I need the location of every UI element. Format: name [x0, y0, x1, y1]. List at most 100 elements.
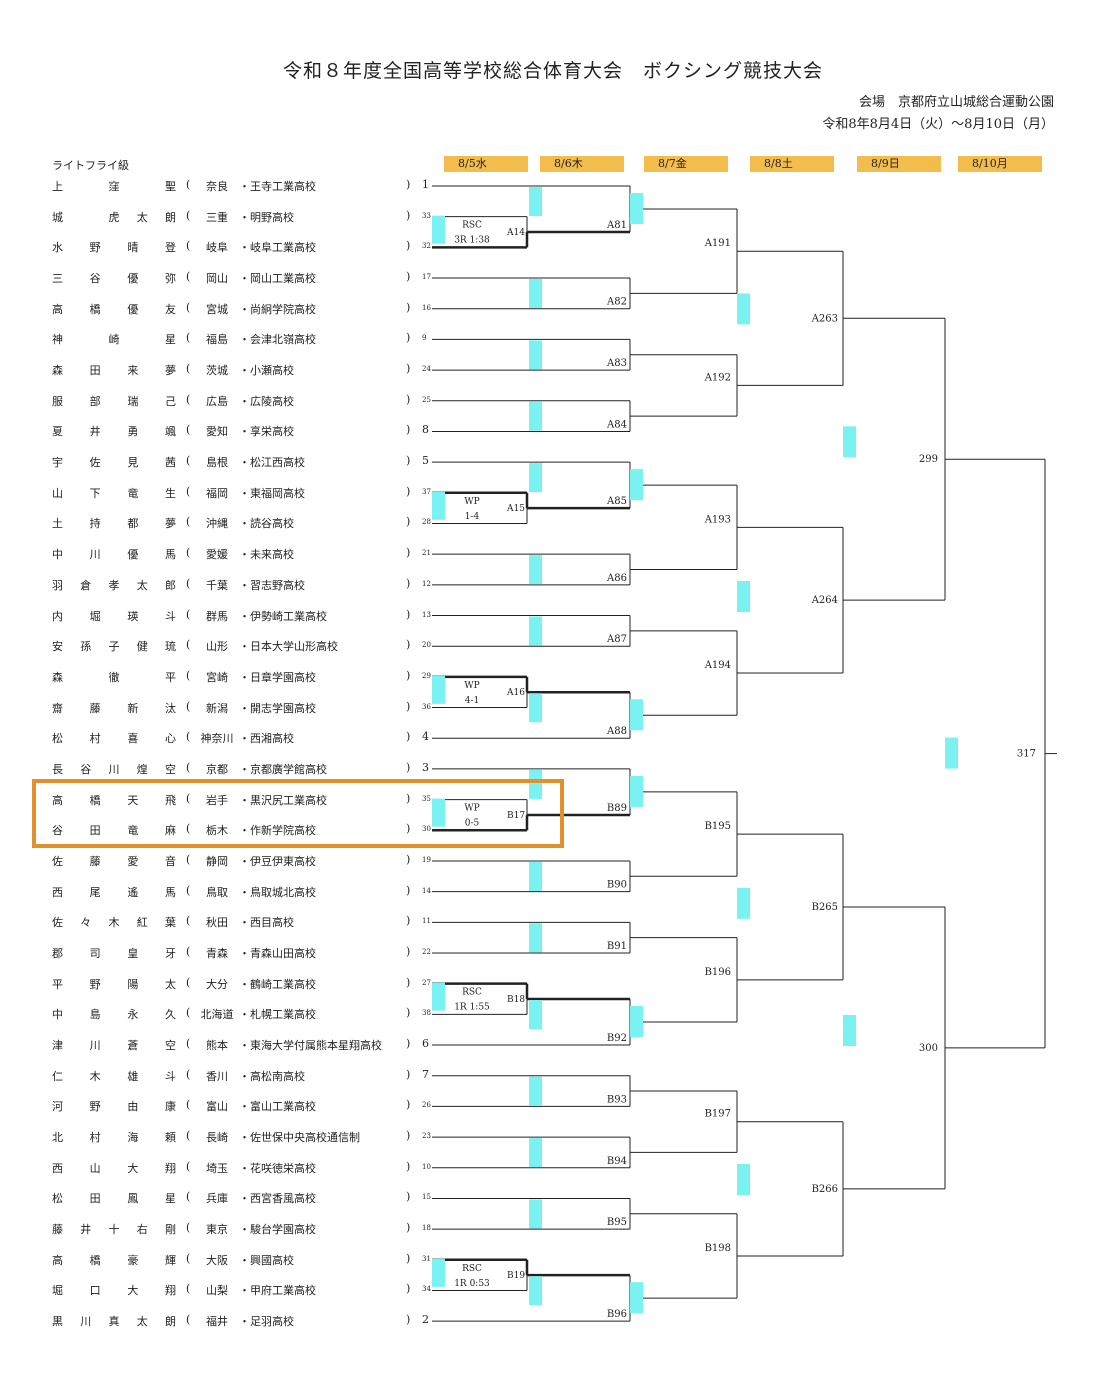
draw-number: 9: [422, 334, 427, 343]
entry-row: 高橋優友(宮城・尚絅学院高校)16: [0, 301, 440, 319]
qf-bout-id: B265: [812, 902, 838, 913]
draw-number: 36: [422, 702, 431, 711]
open-paren: (: [186, 852, 191, 866]
close-paren: ): [406, 668, 411, 682]
school: ・読谷高校: [239, 517, 294, 531]
r3-bout-id: B197: [705, 1109, 731, 1120]
school: ・王寺工業高校: [239, 180, 316, 193]
prelim-result-detail: 1R 0:53: [454, 1279, 490, 1289]
prelim-result-method: RSC: [462, 1264, 482, 1274]
prefecture: 静岡: [206, 854, 228, 868]
corner-marker: [432, 215, 445, 244]
corner-marker: [630, 469, 643, 501]
entry-row: 中川優馬(愛媛・未来高校)21: [0, 546, 440, 564]
open-paren: (: [186, 1282, 191, 1296]
school-name: 花咲徳栄高校: [250, 1161, 316, 1175]
prefecture: 岡山: [206, 272, 228, 286]
draw-number: 38: [422, 1009, 431, 1018]
open-paren: (: [186, 208, 191, 222]
corner-marker: [630, 775, 643, 807]
school: ・足羽高校: [239, 1315, 294, 1329]
boxer-name: 佐々木紅葉: [52, 916, 176, 930]
prefecture: 秋田: [206, 916, 228, 930]
prefecture: 埼玉: [206, 1161, 228, 1175]
corner-marker: [529, 279, 542, 309]
draw-number: 3: [422, 760, 429, 774]
open-paren: (: [186, 883, 191, 897]
entry-row: 藤井十右剛(東京・駿台学園高校)18: [0, 1221, 440, 1239]
boxer-name: 宇佐見茜: [52, 456, 176, 470]
school-name: 習志野高校: [250, 578, 305, 592]
school-name: 岡山工業高校: [250, 272, 316, 286]
boxer-name: 内堀瑛斗: [52, 609, 176, 623]
corner-marker: [630, 1282, 643, 1314]
school-name: 日本大学山形高校: [250, 640, 338, 654]
boxer-name: 西山大翔: [52, 1161, 176, 1175]
boxer-name: 高橋優友: [52, 302, 176, 316]
close-paren: ): [406, 1282, 411, 1296]
corner-marker: [945, 737, 958, 769]
r3-bout-id: A193: [704, 514, 731, 525]
open-paren: (: [186, 515, 191, 529]
prefecture: 宮城: [206, 302, 228, 316]
school-name: 甲府工業高校: [250, 1284, 316, 1298]
draw-number: 12: [422, 579, 431, 588]
page-title: 令和８年度全国高等学校総合体育大会 ボクシング競技大会: [282, 60, 823, 82]
prefecture: 山形: [206, 640, 228, 654]
open-paren: (: [186, 699, 191, 713]
close-paren: ): [406, 1037, 411, 1051]
close-paren: ): [406, 730, 411, 744]
school: ・青森山田高校: [239, 947, 316, 960]
r2-bout-id: A88: [606, 726, 627, 737]
open-paren: (: [186, 668, 191, 682]
school-name: 西宮香風高校: [250, 1192, 316, 1206]
boxer-name: 堀口大翔: [52, 1284, 176, 1298]
qf-bout-id: A264: [811, 595, 838, 606]
school: ・小瀬高校: [239, 364, 294, 378]
prelim-result-method: WP: [464, 497, 479, 507]
boxer-name: 高橋天飛: [52, 793, 176, 807]
entry-row: 河野由康(富山・富山工業高校)26: [0, 1098, 440, 1116]
draw-number: 13: [422, 610, 431, 619]
open-paren: (: [186, 300, 191, 314]
open-paren: (: [186, 1067, 191, 1081]
open-paren: (: [186, 576, 191, 590]
school-name: 東海大学付属熊本星翔高校: [250, 1039, 382, 1053]
entry-row: 齋藤新汰(新潟・開志学園高校)36: [0, 700, 440, 718]
r3-bout-id: A192: [704, 372, 731, 383]
corner-marker: [843, 1014, 856, 1046]
open-paren: (: [186, 914, 191, 928]
school-name: 京都廣学館高校: [250, 762, 327, 776]
draw-number: 1: [422, 178, 429, 191]
entry-row: 中島永久(北海道・札幌工業高校)38: [0, 1006, 440, 1024]
close-paren: ): [406, 1159, 411, 1173]
weight-class-label: ライトフライ級: [52, 159, 129, 172]
school-name: 明野高校: [250, 210, 294, 224]
prefecture: 奈良: [206, 180, 228, 193]
school-name: 富山工業高校: [250, 1100, 316, 1114]
draw-number: 18: [422, 1224, 431, 1233]
open-paren: (: [186, 1006, 191, 1020]
r2-bout-id: B93: [607, 1094, 627, 1105]
open-paren: (: [186, 975, 191, 989]
boxer-name: 森田来夢: [52, 364, 176, 378]
prefecture: 愛知: [206, 425, 228, 439]
entry-row: 内堀瑛斗(群馬・伊勢崎工業高校)13: [0, 608, 440, 626]
school: ・東海大学付属熊本星翔高校: [239, 1039, 382, 1053]
sf-bout-id: 299: [919, 454, 938, 465]
school: ・東福岡高校: [239, 486, 305, 500]
open-paren: (: [186, 760, 191, 774]
school-name: 高松南高校: [250, 1069, 305, 1083]
school-name: 日章学園高校: [250, 670, 316, 684]
draw-number: 7: [422, 1067, 429, 1081]
school-name: 尚絅学院高校: [250, 302, 316, 316]
draw-number: 15: [422, 1193, 431, 1202]
corner-marker: [529, 187, 542, 216]
school: ・西宮香風高校: [239, 1192, 316, 1206]
school-name: 岐阜工業高校: [250, 241, 316, 255]
draw-number: 14: [422, 886, 431, 895]
entry-row: 佐藤愛音(静岡・伊豆伊東高校)19: [0, 853, 440, 871]
prefecture: 東京: [206, 1223, 228, 1237]
draw-number: 2: [422, 1313, 429, 1327]
school-name: 青森山田高校: [250, 947, 316, 960]
